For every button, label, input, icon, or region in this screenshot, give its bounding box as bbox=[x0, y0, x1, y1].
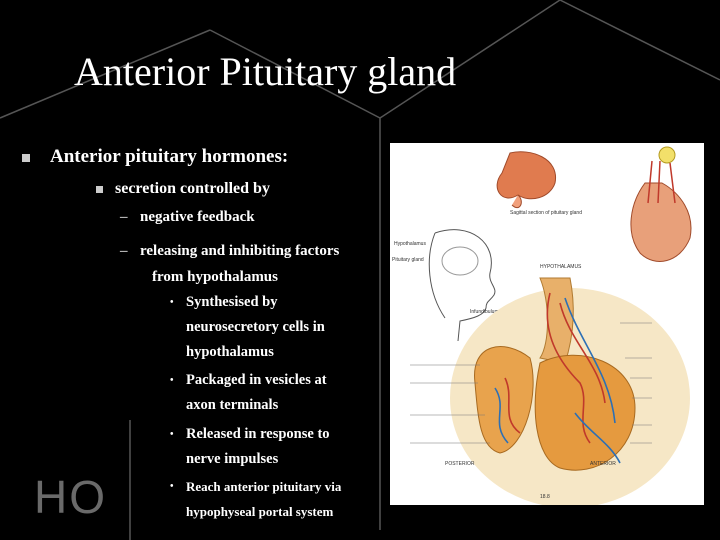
bullet-level2-text: secretion controlled by bbox=[115, 180, 270, 197]
label-posterior: POSTERIOR bbox=[445, 461, 475, 467]
neurosecretory-insert bbox=[630, 146, 692, 262]
bullet-level2: secretion controlled by bbox=[96, 180, 270, 198]
caption-sagittal: Sagittal section of pituitary gland bbox=[510, 210, 582, 216]
point-synthesised: • Synthesised by neurosecretory cells in… bbox=[170, 290, 370, 365]
dash-bullet-icon: – bbox=[120, 243, 128, 259]
point-line: Reach anterior pituitary via bbox=[186, 479, 342, 494]
head-profile bbox=[428, 229, 496, 342]
sub-bullet-text: negative feedback bbox=[140, 209, 255, 225]
dot-bullet-icon: • bbox=[170, 375, 174, 386]
label-anterior: ANTERIOR bbox=[590, 461, 616, 467]
sub-bullet-negative-feedback: –negative feedback bbox=[120, 209, 255, 226]
point-reach: • Reach anterior pituitary via hypophyse… bbox=[170, 474, 370, 524]
label-hypothalamus: Hypothalamus bbox=[394, 241, 426, 247]
square-bullet-icon bbox=[96, 185, 103, 193]
sub-bullet-text: releasing and inhibiting factors bbox=[140, 243, 340, 259]
bullet-level1-text: Anterior pituitary hormones: bbox=[50, 146, 289, 167]
point-line: hypothalamus bbox=[186, 344, 274, 360]
dot-bullet-icon: • bbox=[170, 429, 174, 440]
point-line: hypophyseal portal system bbox=[186, 504, 334, 519]
square-bullet-icon bbox=[22, 153, 30, 162]
label-infundibulum: Infundibulum bbox=[470, 309, 499, 315]
sub-bullet-releasing-factors: –releasing and inhibiting factors from h… bbox=[120, 238, 339, 290]
point-line: neurosecretory cells in bbox=[186, 319, 325, 335]
dash-bullet-icon: – bbox=[120, 209, 128, 225]
background-ho-text: HO bbox=[34, 471, 107, 523]
bullet-level1: Anterior pituitary hormones: bbox=[22, 146, 288, 168]
dot-bullet-icon: • bbox=[170, 481, 174, 492]
dot-bullet-icon: • bbox=[170, 297, 174, 308]
point-line: Synthesised by bbox=[186, 294, 278, 310]
gland-sagittal-sketch bbox=[496, 151, 556, 209]
point-packaged: • Packaged in vesicles at axon terminals bbox=[170, 368, 370, 418]
sub-bullet-text-continued: from hypothalamus bbox=[152, 269, 278, 285]
point-line: Released in response to bbox=[186, 426, 330, 442]
point-line: axon terminals bbox=[186, 397, 279, 413]
point-line: Packaged in vesicles at bbox=[186, 372, 327, 388]
pituitary-illustration: Sagittal section of pituitary gland Hypo… bbox=[392, 146, 692, 505]
slide-title: Anterior Pituitary gland bbox=[74, 49, 457, 94]
point-line: nerve impulses bbox=[186, 451, 279, 467]
label-hypothalamus-caps: HYPOTHALAMUS bbox=[540, 264, 582, 270]
point-released: • Released in response to nerve impulses bbox=[170, 422, 370, 472]
pituitary-anatomy-figure: Sagittal section of pituitary gland Hypo… bbox=[390, 143, 704, 505]
label-figure-number: 18.8 bbox=[540, 494, 550, 500]
label-pituitary: Pituitary gland bbox=[392, 257, 424, 263]
